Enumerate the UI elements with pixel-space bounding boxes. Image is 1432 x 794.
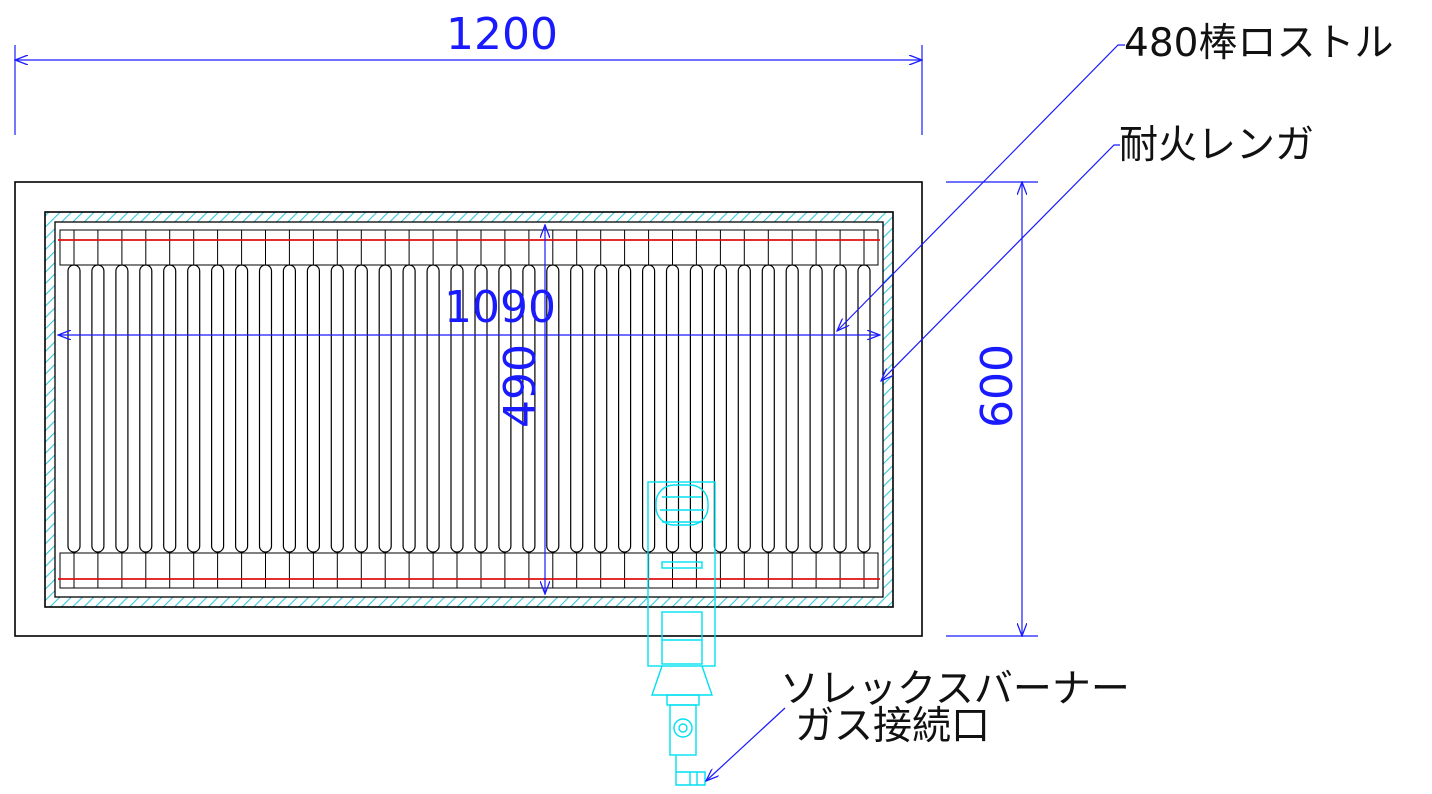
- grate-bar: [689, 264, 704, 553]
- grate-bar: [761, 264, 775, 553]
- grate-bars: [59, 229, 879, 589]
- dim-overall-width: 1200: [446, 9, 558, 60]
- grate-bar: [785, 264, 799, 553]
- grate-bar: [258, 264, 273, 553]
- grate-bar: [402, 264, 416, 553]
- grate-bar: [187, 264, 201, 553]
- firebrick-lining: [45, 212, 893, 607]
- grate-bar: [91, 264, 105, 553]
- grate-bar: [833, 264, 847, 553]
- grate-bar: [665, 264, 680, 553]
- leader-lines: [706, 44, 1125, 781]
- grate-bar: [163, 264, 177, 553]
- label-grate: 480棒ロストル: [1124, 21, 1393, 66]
- grate-bar: [139, 264, 153, 553]
- grate-bar: [211, 264, 225, 553]
- grate-bar: [426, 264, 440, 553]
- grate-bar: [354, 264, 368, 553]
- grate-bar: [378, 264, 392, 553]
- grate-bar: [594, 264, 608, 553]
- label-gas-inlet: ガス接続口: [795, 704, 990, 749]
- grate-bar: [115, 264, 129, 553]
- grate-bar: [737, 264, 751, 553]
- dim-grate-width: 1090: [444, 282, 556, 333]
- burner-assembly: [647, 481, 716, 786]
- dimension-lines: [15, 45, 1038, 636]
- outer-casing: [14, 181, 923, 637]
- firebrick-inner-edge: [54, 221, 884, 598]
- grate-bar: [713, 264, 728, 553]
- grate-bar: [809, 264, 823, 553]
- grate-bar: [282, 264, 296, 553]
- dim-grate-depth: 490: [495, 344, 546, 428]
- grate-bar: [570, 264, 584, 553]
- firebrick-outer-edge: [44, 211, 894, 608]
- label-burner: ソレックスバーナー: [780, 667, 1130, 712]
- grate-rail: [59, 552, 879, 589]
- grate-bar: [235, 264, 249, 553]
- grate-bar: [67, 264, 81, 553]
- grate-bar: [330, 264, 344, 553]
- grate-rail: [59, 229, 879, 266]
- grate-bar: [306, 264, 320, 553]
- grate-bar: [617, 264, 632, 553]
- label-firebrick: 耐火レンガ: [1119, 123, 1314, 168]
- dim-overall-depth: 600: [972, 344, 1023, 428]
